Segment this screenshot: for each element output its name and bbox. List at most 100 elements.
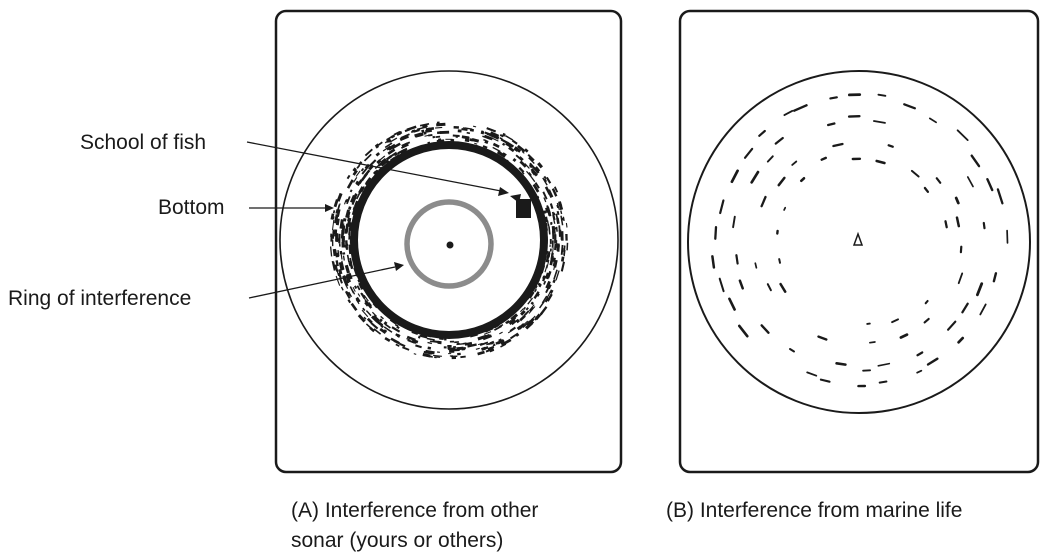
bottom-echo-speck (534, 313, 541, 320)
bottom-echo-speck (413, 353, 417, 355)
bottom-echo-speck (335, 209, 339, 214)
bottom-echo-speck (393, 130, 401, 136)
bottom-echo-speck (361, 309, 369, 318)
arrowhead-bottom (325, 204, 334, 212)
bottom-echo-speck (363, 316, 367, 320)
bottom-echo-speck (555, 213, 559, 219)
bottom-echo-speck (529, 291, 535, 299)
marine-life-dash (878, 380, 888, 384)
bottom-echo-speck (516, 325, 522, 331)
bottom-echo-speck (364, 301, 369, 307)
bottom-echo-speck (335, 218, 340, 226)
marine-life-dash (774, 136, 784, 145)
bottom-echo-speck (516, 319, 521, 324)
bottom-echo-speck (542, 191, 548, 200)
bottom-echo-speck (508, 318, 516, 326)
bottom-echo-speck (416, 126, 428, 131)
bottom-echo-speck (345, 291, 351, 297)
bottom-echo-speck (376, 320, 384, 327)
bottom-echo-speck (565, 222, 568, 228)
bottom-echo-speck (502, 132, 506, 137)
bottom-echo-speck (385, 159, 390, 164)
bottom-echo-speck (352, 167, 357, 172)
bottom-echo-speck (508, 146, 515, 153)
bottom-echo-speck (337, 203, 341, 210)
bottom-echo-speck (433, 354, 442, 357)
bottom-echo-speck (436, 122, 446, 127)
bottom-echo-speck (520, 309, 526, 316)
marine-life-dash (766, 155, 774, 163)
bottom-echo-speck (420, 334, 428, 339)
bottom-echo-speck (345, 198, 349, 203)
bottom-echo-speck (518, 166, 525, 173)
bottom-echo-speck (481, 346, 489, 351)
bottom-echo-speck (362, 307, 366, 312)
bottom-echo-speck (384, 140, 390, 144)
bottom-echo-speck (422, 124, 428, 129)
marine-life-dash (711, 255, 716, 269)
bottom-echo-speck (546, 220, 550, 227)
bottom-echo-speck (356, 164, 361, 169)
leader-lines (246, 141, 509, 299)
bottom-solid-inner (350, 141, 548, 339)
bottom-echo-speck (336, 268, 339, 272)
bottom-echo-speck (365, 300, 373, 309)
bottom-echo-speck (356, 285, 361, 291)
marine-life-dash (800, 177, 806, 183)
marine-life-dash (793, 104, 808, 112)
bottom-echo-speck (544, 216, 549, 223)
bottom-echo-speck (406, 141, 411, 145)
bottom-echo-speck (338, 272, 342, 279)
marine-life-dash (827, 122, 836, 127)
bottom-echo-speck (552, 257, 556, 263)
bottom-echo-speck (354, 285, 358, 289)
bottom-echo-speck (492, 343, 496, 347)
bottom-echo-speck (533, 291, 540, 300)
bottom-echo-speck (535, 285, 538, 289)
marine-life-dash (961, 302, 969, 314)
bottom-echo-speck (348, 222, 353, 232)
bottom-echo-speck (335, 252, 339, 258)
bottom-echo-speck (538, 283, 542, 288)
bottom-echo-speck (492, 142, 500, 149)
bottom-echo-speck (544, 264, 548, 273)
marine-life-dash (760, 324, 770, 334)
bottom-echo-speck (372, 315, 380, 323)
bottom-echo-speck (555, 226, 558, 232)
bottom-echo-speck (471, 138, 480, 143)
school-of-fish-echo-tail (510, 194, 521, 203)
marine-life-dash (877, 362, 891, 367)
bottom-echo-speck (427, 341, 433, 345)
bottom-echo-speck (359, 285, 364, 290)
bottom-echo-speck (504, 134, 514, 141)
bottom-echo-speck (429, 340, 439, 344)
bottom-echo-speck (464, 138, 470, 143)
bottom-echo-speck (534, 182, 540, 189)
bottom-echo-speck (346, 254, 350, 263)
bottom-echo-speck (375, 169, 378, 173)
marine-life-dash (738, 324, 749, 338)
bottom-echo-speck (533, 288, 538, 293)
marine-life-dash (923, 186, 930, 193)
bottom-echo-speck (427, 346, 432, 350)
bottom-echo-speck (545, 176, 552, 184)
bottom-echo-speck (524, 148, 529, 153)
bottom-echo-speck (500, 138, 508, 144)
bottom-echo-speck (372, 170, 378, 176)
bottom-echo-speck (477, 342, 483, 346)
bottom-echo-speck (335, 260, 339, 267)
bottom-echo-speck (426, 337, 435, 341)
bottom-echo-speck (363, 294, 367, 298)
marine-life-dash (986, 178, 994, 192)
bottom-echo-speck (392, 143, 400, 149)
bottom-echo-speck (353, 200, 359, 208)
bottom-echo-speck (551, 188, 558, 197)
bottom-echo-speck (560, 244, 564, 255)
label-ring-of-interference: Ring of interference (8, 287, 192, 310)
marine-life-dash (869, 341, 876, 344)
bottom-echo-speck (472, 125, 477, 128)
bottom-echo-speck (355, 170, 361, 177)
marine-life-dash (777, 176, 786, 187)
bottom-echo-speck (337, 250, 340, 257)
arrowhead-ring-of-interference (394, 262, 404, 271)
